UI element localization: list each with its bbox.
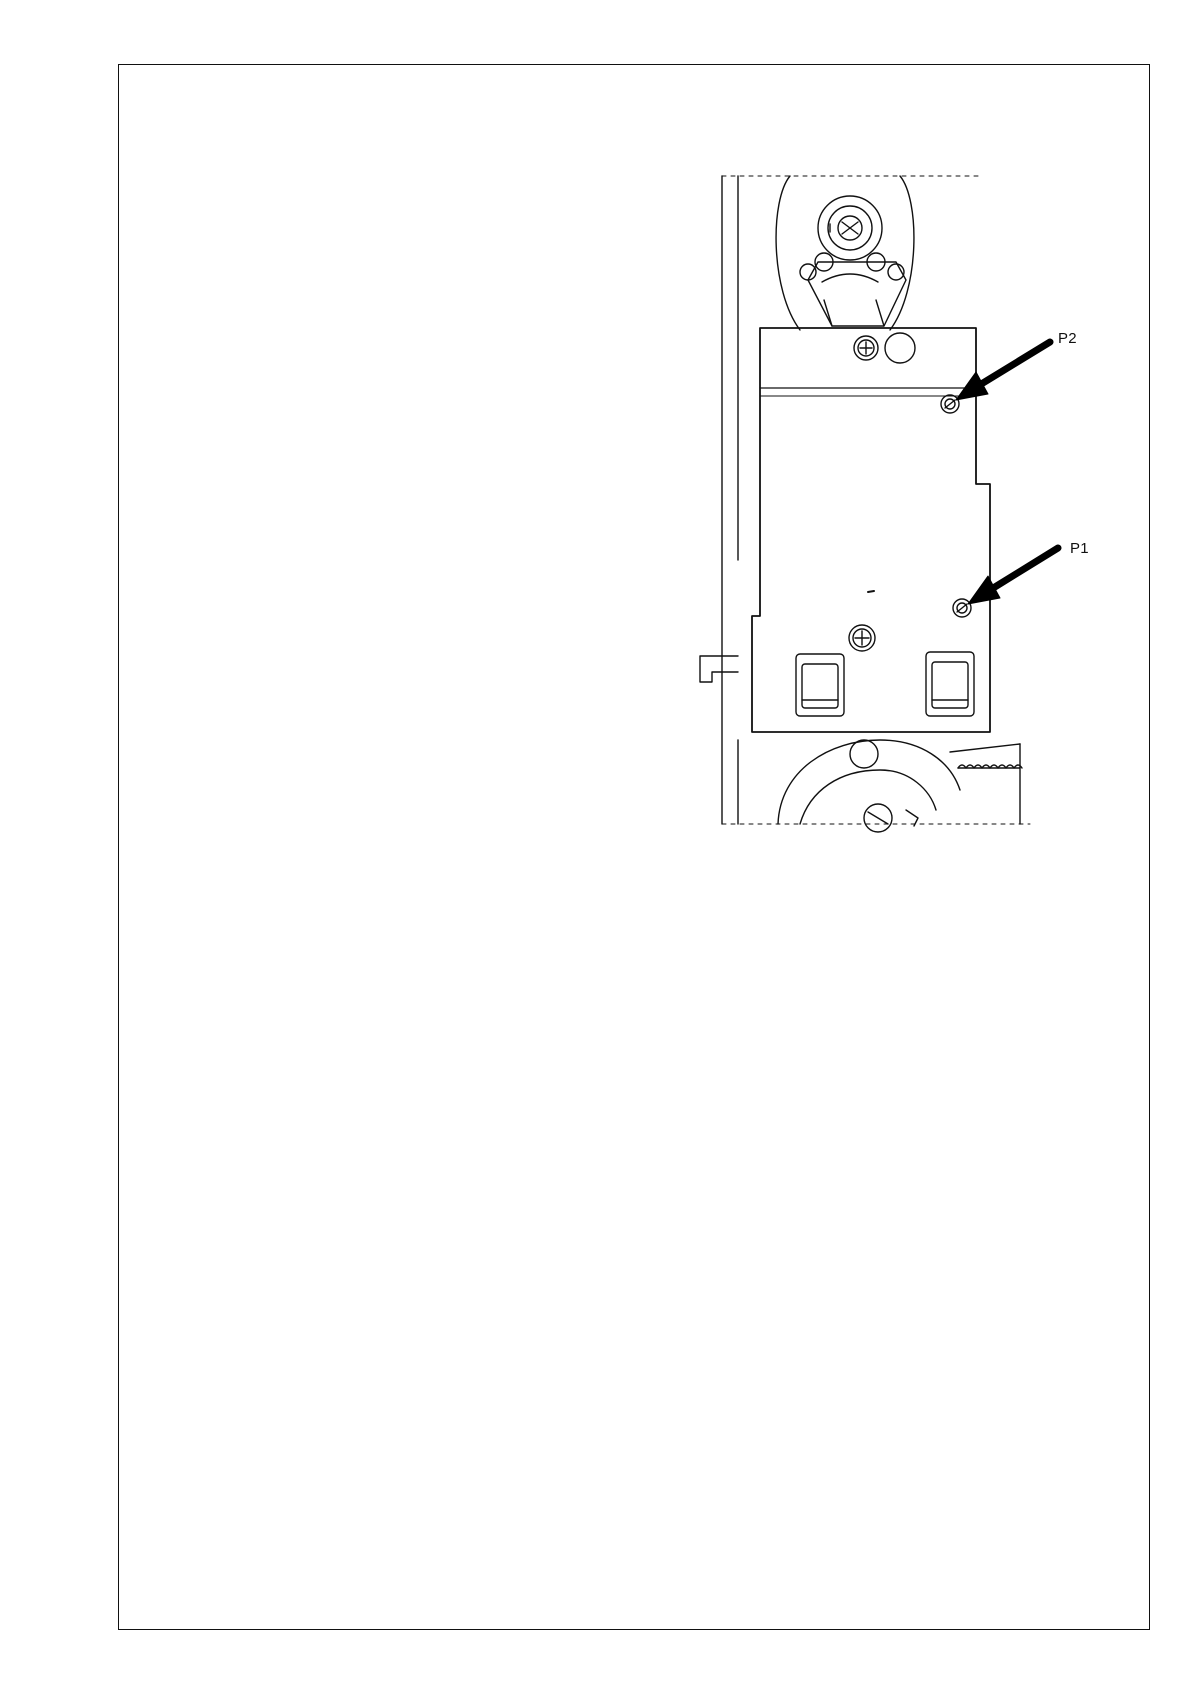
arrow-p2 <box>956 342 1050 400</box>
side-bracket <box>700 656 738 682</box>
control-plate <box>752 328 990 732</box>
plate-mark <box>868 591 874 592</box>
chassis-rails <box>722 176 738 824</box>
adjust-screw-p1 <box>953 599 971 617</box>
cutaway-edges <box>722 176 1030 824</box>
callout-label-p1: P1 <box>1070 540 1089 557</box>
switch-left <box>796 654 844 716</box>
toothed-belt <box>950 744 1022 824</box>
phillips-screw-top <box>854 336 878 360</box>
mounting-hole-top <box>885 333 915 363</box>
top-pulley <box>776 176 914 330</box>
callout-label-p2: P2 <box>1058 330 1077 347</box>
arrow-p1 <box>968 548 1058 604</box>
adjust-screw-p2 <box>941 395 959 413</box>
switch-right <box>926 652 974 716</box>
bottom-pulley <box>778 740 960 832</box>
phillips-screw-middle <box>849 625 875 651</box>
